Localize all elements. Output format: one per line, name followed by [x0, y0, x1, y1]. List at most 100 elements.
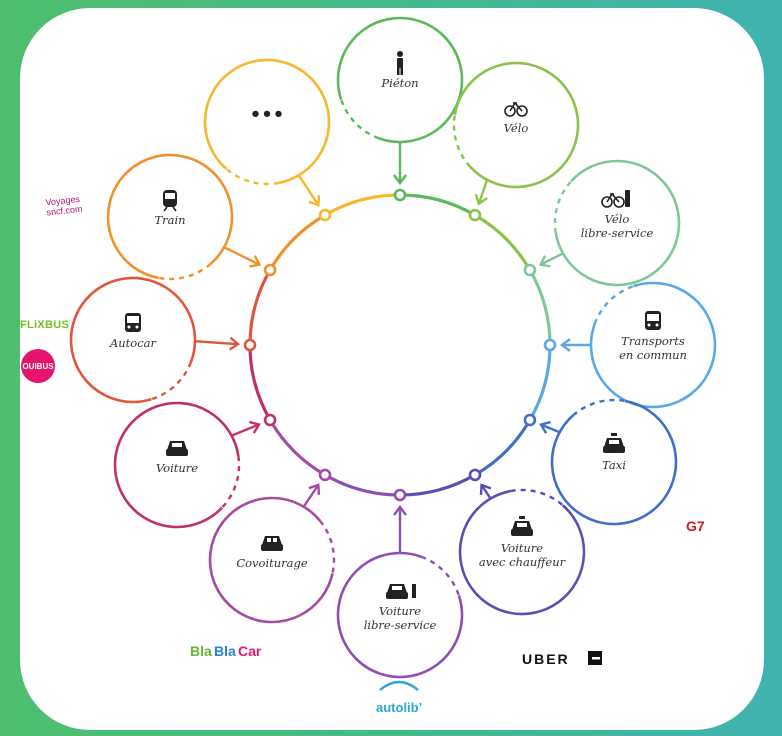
carpool-icon [261, 536, 283, 551]
node-arrow [480, 484, 492, 500]
node-arrowhead [228, 336, 241, 351]
autolib-logo-arc [379, 680, 419, 691]
node-circle-dashed [572, 398, 626, 417]
node-circle [203, 58, 331, 185]
node-pieton: Piéton [336, 16, 464, 202]
ring-dot [523, 263, 537, 277]
node-label: libre-service [581, 226, 654, 240]
node-arrowhead [474, 193, 488, 206]
ring-segment [399, 193, 476, 217]
node-train: Train [106, 153, 277, 281]
node-arrow [231, 423, 260, 437]
blablacar-logo-part2: Bla [214, 643, 236, 659]
autolib-logo-text: autolib’ [376, 700, 422, 715]
node-taxi: Taxi [523, 398, 678, 526]
node-circle [550, 399, 678, 526]
ouibus-logo-badge [21, 349, 55, 383]
node-label: Taxi [602, 458, 626, 472]
node-arrowhead [308, 483, 321, 495]
node-label: Train [154, 213, 185, 227]
node-circle [336, 16, 464, 144]
ring-dot [543, 338, 557, 352]
node-arrow [297, 174, 320, 206]
node-label: Autocar [109, 336, 158, 350]
node-arrowhead [249, 255, 262, 268]
ring-segment [474, 213, 532, 271]
node-velo: Vélo [452, 61, 580, 222]
g7-logo: G7 [686, 518, 705, 534]
node-label: Vélo [605, 212, 630, 226]
blablacar-logo: Bla Bla Car [190, 643, 262, 659]
node-autocar: Autocar [69, 276, 257, 404]
ring-dot [318, 468, 332, 482]
blablacar-logo-part3: Car [238, 643, 262, 659]
mode-nodes: PiétonVéloVélolibre-serviceTransportsen … [69, 16, 717, 679]
ring-dot [393, 188, 407, 202]
bike-share-icon [601, 190, 630, 208]
node-label: Voiture [501, 541, 543, 555]
central-ring [248, 193, 552, 497]
ring-segment [268, 213, 326, 271]
node-circle-dashed [452, 114, 471, 168]
voyages-sncf-logo: Voyages sncf.com [45, 194, 83, 218]
node-arrow [223, 246, 260, 266]
node-arrow [302, 484, 320, 508]
ring-segment [399, 473, 476, 497]
node-arrowhead [393, 174, 407, 185]
node-label: ••• [250, 104, 285, 125]
node-circle-dashed [151, 361, 192, 401]
node-autres: ••• [203, 58, 332, 222]
diagram-card [20, 8, 764, 730]
node-circle-dashed [319, 520, 336, 574]
voyages-sncf-logo-line2: sncf.com [46, 204, 83, 218]
node-voiture: Voiture [113, 401, 277, 529]
ring-dot [523, 413, 537, 427]
node-arrow [540, 423, 561, 434]
node-circle-dashed [158, 262, 212, 281]
pedestrian-icon [397, 51, 403, 75]
ring-dot [468, 208, 482, 222]
car-icon [166, 441, 188, 456]
node-circle-dashed [420, 555, 460, 596]
node-circle-dashed [225, 168, 279, 186]
autolib-logo: autolib’ [376, 680, 422, 715]
node-circle [336, 551, 464, 679]
node-circle [106, 153, 234, 280]
car-share-icon [386, 584, 416, 599]
ring-segment [248, 344, 272, 421]
node-circle [589, 281, 717, 409]
node-label: Covoiturage [236, 556, 308, 570]
ring-dot [393, 488, 407, 502]
ring-segment [528, 269, 552, 346]
ring-segment [248, 269, 272, 346]
node-circle-dashed [340, 99, 380, 140]
taxi-icon [603, 433, 625, 453]
coach-icon [125, 313, 141, 332]
node-label: Transports [621, 334, 685, 348]
node-arrowhead [560, 338, 571, 352]
chauffeur-car-icon [511, 516, 533, 536]
node-arrowhead [308, 195, 321, 207]
node-label: Piéton [380, 76, 418, 90]
node-arrow [194, 339, 239, 346]
node-circle-dashed [221, 455, 241, 509]
node-circle-dashed [553, 180, 573, 234]
node-label: Voiture [156, 461, 198, 475]
flixbus-logo: FLiXBUS [20, 319, 69, 331]
node-arrowhead [479, 483, 492, 495]
ring-segment [474, 419, 532, 477]
ouibus-logo: OUIBUS [22, 362, 54, 371]
node-arrow [477, 179, 489, 205]
uber-logo-text: UBER [522, 651, 570, 667]
uber-logo: UBER [522, 651, 602, 667]
node-label: Voiture [379, 604, 421, 618]
bus-front-icon [645, 311, 661, 330]
node-circle [208, 496, 334, 624]
node-circle [453, 61, 580, 189]
